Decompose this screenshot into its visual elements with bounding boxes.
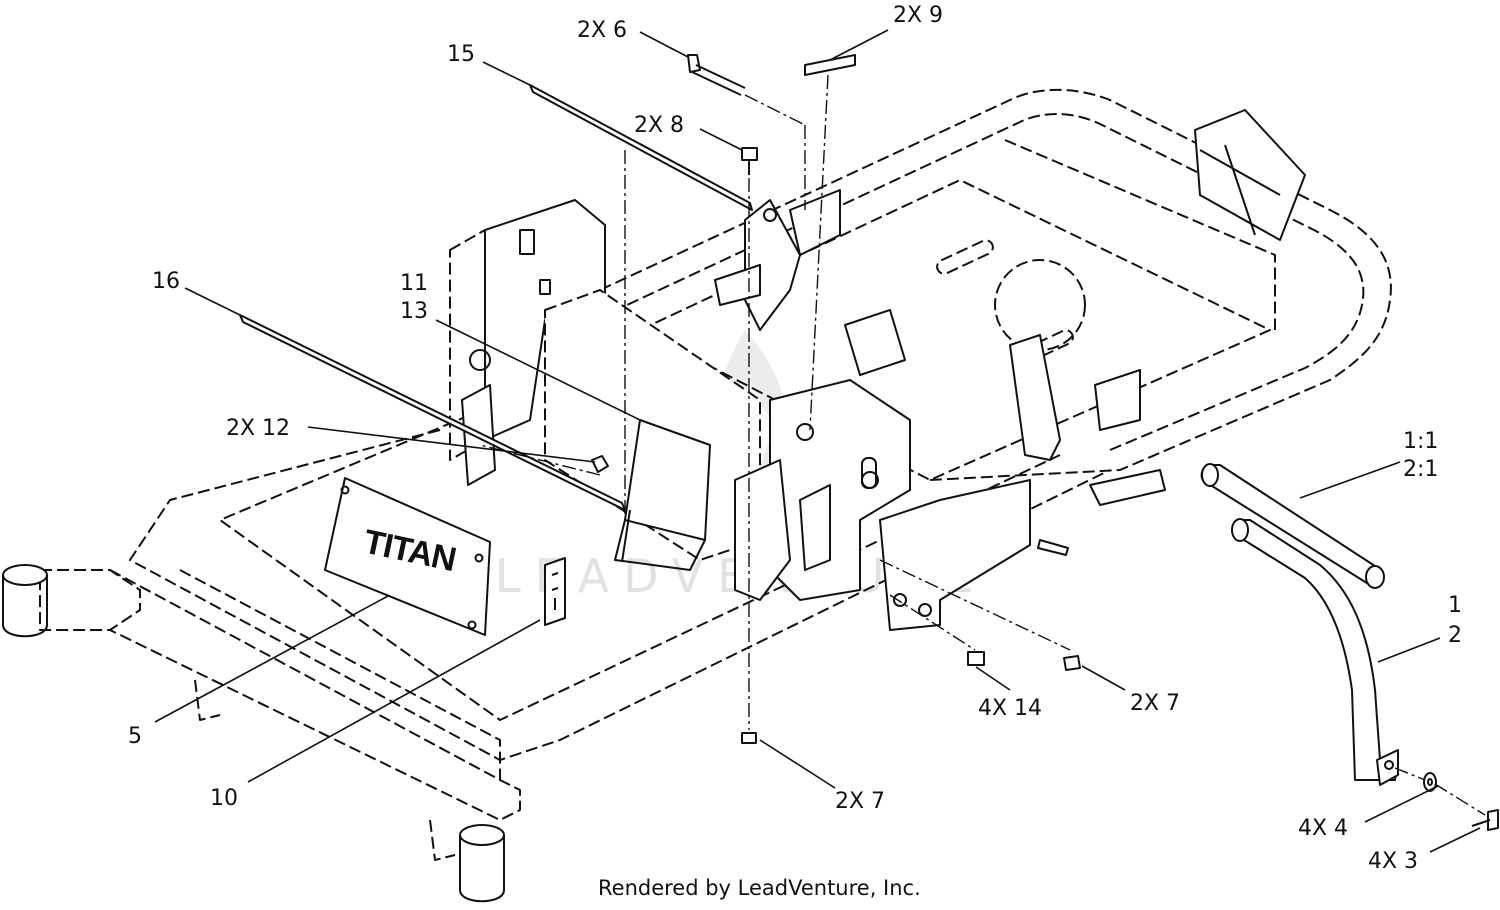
bolt-3: [1471, 809, 1499, 831]
callout-5: 5: [128, 724, 142, 749]
callout-4x14: 4X 14: [978, 696, 1042, 721]
leader-lines: [154, 29, 1481, 853]
decal-10: [544, 557, 566, 626]
callout-2x8: 2X 8: [634, 113, 684, 138]
callout-2x12: 2X 12: [226, 416, 290, 441]
callout-2-1: 2:1: [1403, 457, 1438, 482]
nut-12: [591, 455, 609, 473]
callout-2x7-bottom: 2X 7: [835, 789, 885, 814]
left-caster-cup: [2, 564, 48, 586]
nut-7-bottom: [741, 732, 757, 744]
handle-bar-1-1: [1200, 463, 1385, 589]
callout-2x7-right: 2X 7: [1130, 691, 1180, 716]
callout-2x6: 2X 6: [577, 18, 627, 43]
callout-1-1: 1:1: [1403, 429, 1438, 454]
bolt-6: [687, 54, 746, 96]
callout-2x9: 2X 9: [893, 3, 943, 28]
callout-11: 11: [400, 271, 428, 296]
callout-2: 2: [1448, 623, 1462, 648]
callout-15: 15: [447, 42, 475, 67]
callout-16: 16: [152, 269, 180, 294]
right-caster-cup: [459, 824, 505, 846]
cover-panel-11-13: [614, 419, 711, 571]
titan-plate: TITAN: [324, 477, 491, 636]
callout-4x3: 4X 3: [1368, 849, 1418, 874]
bolt-14: [967, 539, 1069, 666]
callout-labels: 1:1 2:1 1 2 4X 4 4X 3 5 2X 6 2X 7 2X 7 2…: [128, 3, 1462, 874]
bent-handle-1-2: [1231, 518, 1399, 786]
callout-10: 10: [210, 786, 238, 811]
callout-1: 1: [1448, 593, 1462, 618]
watermark-flame-icon: [716, 330, 788, 480]
nut-7-right: [1063, 655, 1081, 671]
shim-9: [804, 54, 856, 76]
assembly-axes: [479, 74, 1486, 816]
washer-4: [1423, 772, 1437, 792]
callout-4x4: 4X 4: [1298, 816, 1348, 841]
bar-15: [529, 84, 753, 211]
callout-13: 13: [400, 299, 428, 324]
bolt-8: [741, 147, 758, 175]
footer-credit: Rendered by LeadVenture, Inc.: [598, 876, 921, 900]
